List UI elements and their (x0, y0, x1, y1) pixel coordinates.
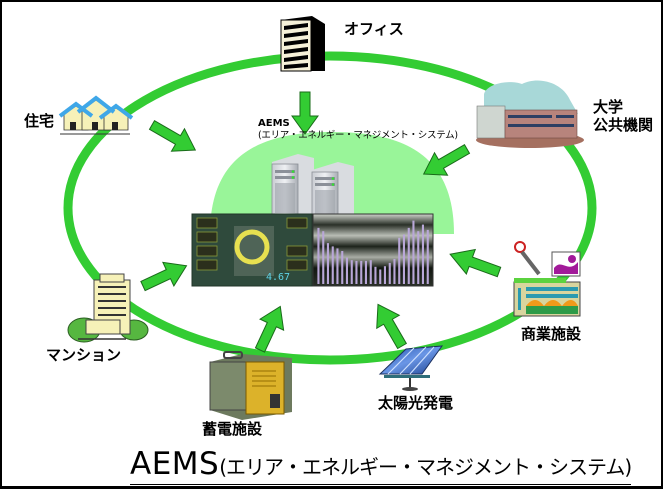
aems-center-subtitle: (エリア・エネルギー・マネジメント・システム) (258, 130, 458, 141)
commercial-label: 商業施設 (521, 325, 582, 343)
arrow-from-office (291, 91, 319, 135)
display-bar (402, 234, 405, 284)
houses-icon (58, 95, 134, 135)
arrows (140, 91, 502, 353)
display-bar (374, 266, 377, 284)
display-bar (331, 246, 334, 284)
battery-storage-icon (209, 351, 292, 420)
display-bar (326, 243, 329, 284)
title-acronym: AEMS (130, 446, 220, 482)
mansion-label: マンション (46, 346, 122, 364)
display-bar (345, 257, 348, 284)
monitoring-dashboard-icon: 4.67 (191, 213, 313, 287)
aems-center-title: AEMS (258, 118, 290, 129)
display-bar (426, 229, 429, 284)
solar-panel-icon (378, 345, 444, 391)
solar-label: 太陽光発電 (378, 394, 454, 412)
display-bar (393, 258, 396, 284)
storage-label: 蓄電施設 (202, 420, 263, 438)
display-bar (412, 220, 415, 284)
office-building-icon (280, 16, 325, 72)
arrow-from-university (422, 143, 471, 176)
university-label-line2: 公共機関 (593, 116, 654, 134)
display-bar (398, 237, 401, 284)
display-bar (407, 227, 410, 284)
university-label-line1: 大学 (593, 98, 624, 116)
arrow-from-commercial (449, 248, 502, 278)
bar-graph-display (312, 213, 434, 287)
aems-center-label: AEMS (エリア・エネルギー・マネジメント・システム) (258, 118, 458, 142)
apartment-building-icon (67, 273, 149, 343)
display-bar (322, 231, 325, 284)
display-bar (421, 224, 424, 284)
display-bar (364, 260, 367, 284)
display-bar (355, 260, 358, 284)
display-bar (317, 227, 320, 284)
display-bar (379, 269, 382, 284)
arrow-from-storage (254, 305, 285, 353)
arrow-from-housing (148, 119, 197, 152)
display-bar (350, 260, 353, 284)
network-ring (63, 51, 597, 365)
title-expansion: (エリア・エネルギー・マネジメント・システム) (219, 455, 632, 479)
page-title: AEMS(エリア・エネルギー・マネジメント・システム) (130, 446, 632, 485)
shopping-facility-icon (513, 241, 581, 317)
housing-label: 住宅 (24, 112, 55, 130)
arrow-from-mansion (140, 261, 188, 292)
office-label: オフィス (344, 20, 404, 38)
display-bar (341, 251, 344, 284)
display-bar (369, 260, 372, 284)
display-bar (388, 262, 391, 284)
server-rack-icon (311, 162, 354, 217)
display-bar (383, 266, 386, 284)
display-bar (417, 231, 420, 284)
arrow-from-solar (376, 303, 408, 350)
display-bar (360, 260, 363, 284)
display-bar (336, 248, 339, 284)
school-building-icon (476, 80, 584, 148)
server-rack-icon (271, 154, 314, 217)
svg-text:4.67: 4.67 (266, 272, 290, 283)
